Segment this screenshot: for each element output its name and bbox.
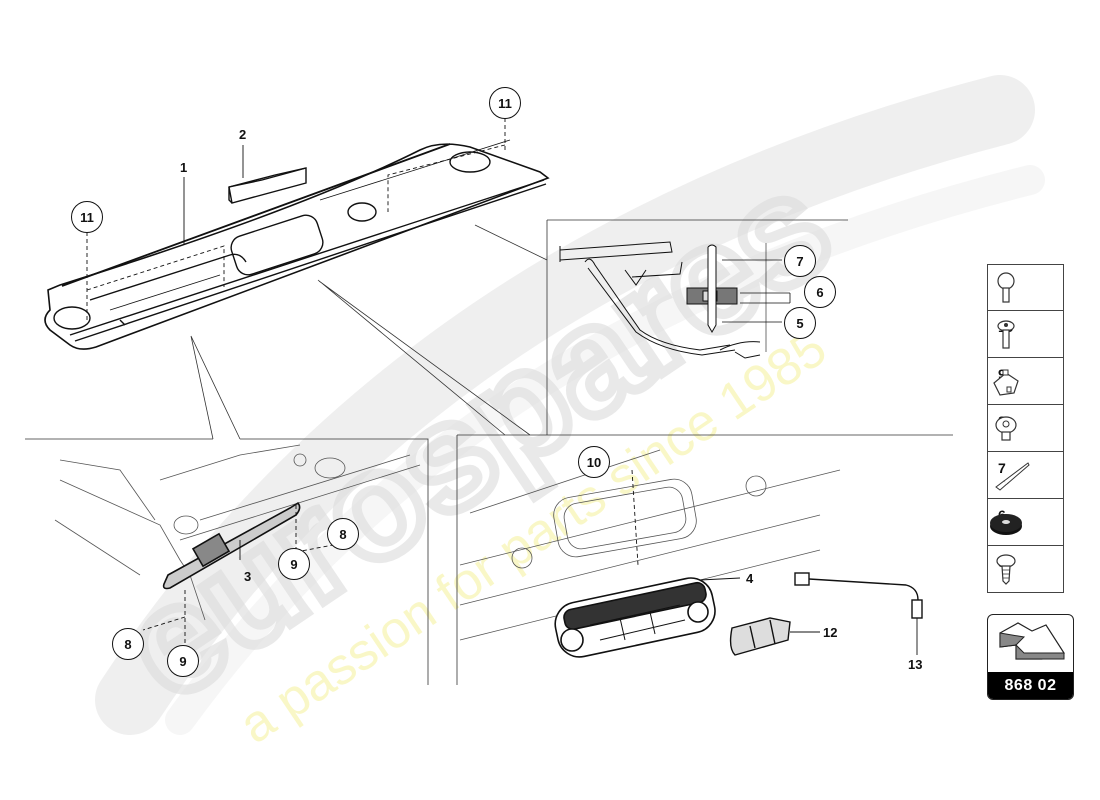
foam-washer-icon — [990, 514, 1022, 535]
callout-7: 7 — [784, 245, 816, 277]
callout-11-top-left: 11 — [71, 201, 103, 233]
legend-number: 9 — [998, 366, 1006, 382]
diagram-reference-box: 868 02 — [987, 614, 1074, 700]
round-head-bolt-icon — [997, 272, 1015, 303]
label-part-1: 1 — [180, 160, 188, 175]
rivet-pin-icon — [995, 462, 1030, 491]
switch-module-drawing — [729, 617, 791, 656]
legend-item-5: 5 — [987, 546, 1064, 593]
legend-item-7: 7 — [987, 452, 1064, 499]
direction-arrow-icon — [999, 622, 1065, 660]
tapping-screw-icon — [996, 554, 1016, 585]
legend-item-10: 10 — [987, 311, 1064, 358]
label-part-12: 12 — [823, 625, 838, 640]
label-part-13: 13 — [908, 657, 923, 672]
callout-8-right: 8 — [327, 518, 359, 550]
wiring-harness-drawing — [794, 572, 923, 619]
callout-11-top-right: 11 — [489, 87, 521, 119]
clip-cover-icon — [993, 369, 1019, 396]
legend-number: 7 — [998, 460, 1006, 476]
callout-8-left: 8 — [112, 628, 144, 660]
flange-nut-icon — [995, 416, 1017, 441]
callout-5: 5 — [784, 307, 816, 339]
headliner-panel-drawing — [44, 139, 550, 350]
callout-9-left: 9 — [167, 645, 199, 677]
torx-pan-screw-icon — [997, 320, 1015, 349]
callout-6: 6 — [804, 276, 836, 308]
sun-visor-drawing — [54, 444, 421, 621]
foam-block-drawing — [228, 167, 307, 204]
label-part-3: 3 — [244, 569, 252, 584]
fastener-detail-drawing — [559, 241, 791, 359]
callout-9-right: 9 — [278, 548, 310, 580]
fastener-legend: 11 10 9 8 — [987, 264, 1064, 593]
legend-item-11: 11 — [987, 264, 1064, 311]
label-part-2: 2 — [239, 127, 247, 142]
legend-item-9: 9 — [987, 358, 1064, 405]
diagram-reference-code: 868 02 — [988, 672, 1073, 699]
overhead-console-drawing — [554, 577, 716, 658]
callout-10: 10 — [578, 446, 610, 478]
label-part-4: 4 — [746, 571, 754, 586]
legend-item-8: 8 — [987, 405, 1064, 452]
legend-item-6: 6 — [987, 499, 1064, 546]
